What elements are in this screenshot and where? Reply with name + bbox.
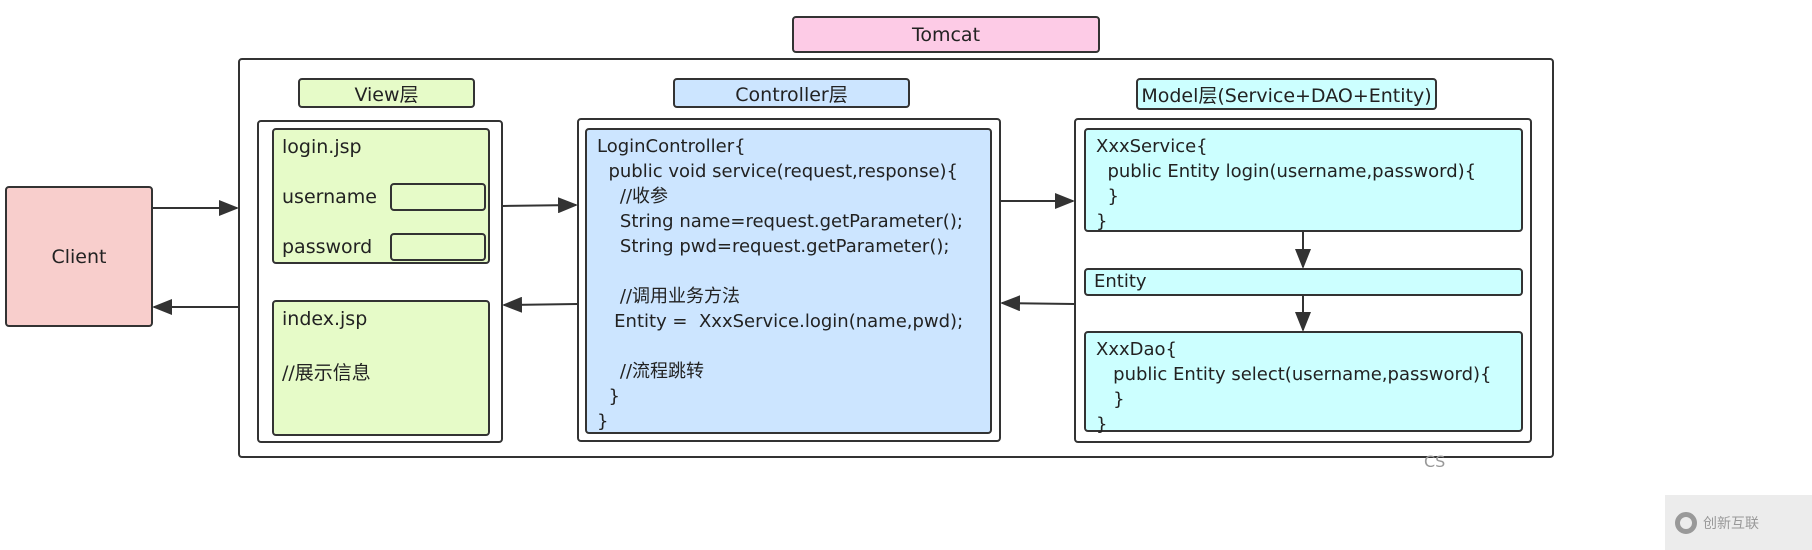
code-line: String pwd=request.getParameter(); (597, 236, 950, 257)
arrow-model-to-controller (1000, 295, 1075, 312)
watermark-logo: 创新互联 (1665, 495, 1812, 550)
index-comment: //展示信息 (282, 362, 371, 384)
code-line: } (597, 411, 609, 432)
client-label: Client (51, 245, 107, 268)
arrow-view-to-controller (502, 197, 578, 214)
model-layer-label: Model层(Service+DAO+Entity) (1136, 78, 1437, 110)
view-label-text: View层 (354, 83, 419, 106)
arrow-controller-to-view (502, 296, 578, 313)
code-line: //调用业务方法 (597, 286, 741, 307)
tomcat-label: Tomcat (792, 16, 1100, 53)
tomcat-label-text: Tomcat (911, 23, 981, 46)
code-line: } (1096, 414, 1108, 435)
code-line: } (1096, 389, 1125, 410)
entity-box: Entity (1084, 268, 1523, 296)
login-jsp-title: login.jsp (282, 136, 362, 158)
index-jsp-box: index.jsp //展示信息 (272, 300, 490, 436)
code-line: XxxService{ (1096, 136, 1208, 157)
code-line: LoginController{ (597, 136, 746, 157)
model-layer-frame (1074, 118, 1532, 443)
logo-text: 创新互联 (1703, 515, 1759, 532)
controller-layer-frame (577, 118, 1001, 442)
code-line: } (1096, 211, 1108, 232)
login-controller-box: LoginController{ public void service(req… (585, 128, 992, 434)
code-line: public Entity login(username,password){ (1096, 161, 1477, 182)
code-line: String name=request.getParameter(); (597, 211, 963, 232)
entity-label: Entity (1094, 271, 1147, 292)
controller-layer-label: Controller层 (673, 78, 910, 108)
logo-icon (1675, 511, 1697, 534)
xxx-dao-box: XxxDao{ public Entity select(username,pa… (1084, 331, 1523, 435)
code-line: //流程跳转 (597, 361, 705, 382)
password-input[interactable] (390, 233, 486, 261)
code-line: public void service(request,response){ (597, 161, 959, 182)
model-label-text: Model层(Service+DAO+Entity) (1141, 84, 1432, 107)
username-input[interactable] (390, 183, 486, 211)
password-label: password (282, 236, 373, 258)
view-layer-frame (257, 120, 503, 443)
tomcat-container (238, 58, 1554, 458)
client-box: Client (5, 186, 153, 327)
username-label: username (282, 186, 377, 208)
controller-label-text: Controller层 (735, 83, 848, 106)
code-line: } (1096, 186, 1119, 207)
code-line: public Entity select(username,password){ (1096, 364, 1492, 385)
code-line: //收参 (597, 186, 669, 207)
code-line: } (597, 386, 620, 407)
view-layer-label: View层 (298, 78, 475, 108)
code-line: Entity = XxxService.login(name,pwd); (597, 311, 964, 332)
watermark-partial-text: CS (1424, 452, 1446, 471)
login-jsp-box: login.jsp username password (272, 128, 490, 264)
index-jsp-title: index.jsp (282, 308, 368, 330)
code-line: XxxDao{ (1096, 339, 1177, 360)
xxx-service-box: XxxService{ public Entity login(username… (1084, 128, 1523, 232)
